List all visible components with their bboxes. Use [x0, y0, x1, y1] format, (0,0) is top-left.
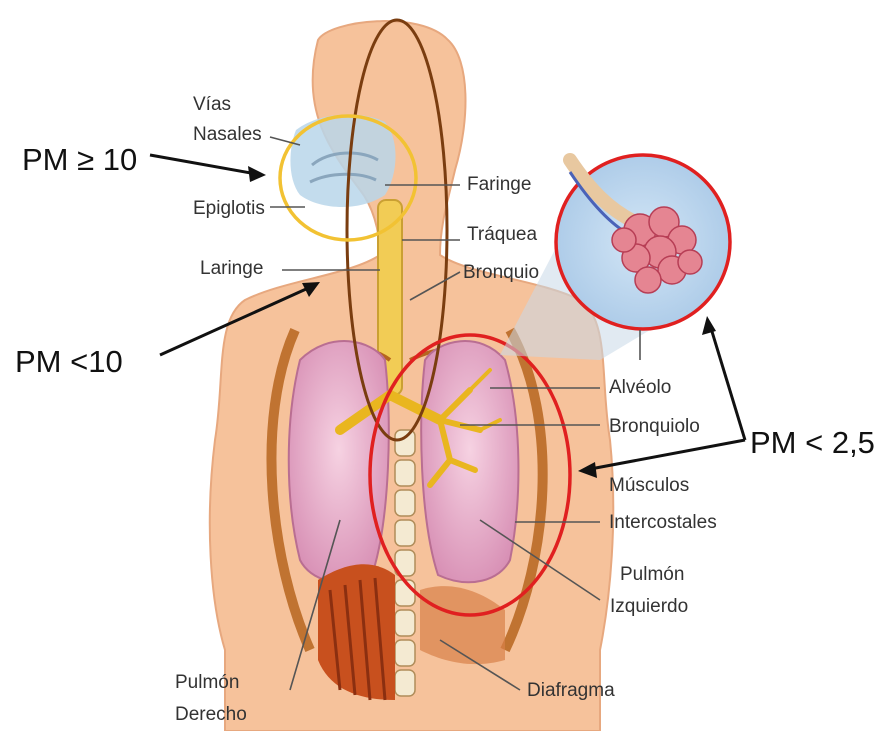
- label-traquea: Tráquea: [467, 224, 537, 245]
- alveoli-zoom: [500, 155, 730, 360]
- label-faringe: Faringe: [467, 174, 531, 195]
- label-epiglotis: Epiglotis: [193, 198, 265, 219]
- label-laringe: Laringe: [200, 258, 263, 279]
- label-alveolo: Alvéolo: [609, 377, 671, 398]
- label-pulmon-izquierdo-1: Pulmón: [620, 564, 684, 585]
- label-pulmon-derecho-2: Derecho: [175, 704, 247, 725]
- label-musculos: Músculos: [609, 475, 689, 496]
- label-pulmon-izquierdo-2: Izquierdo: [610, 596, 688, 617]
- label-nasales: Nasales: [193, 124, 262, 145]
- spine: [395, 430, 415, 696]
- label-pm25: PM < 2,5: [750, 425, 875, 460]
- label-pm10-minus: PM <10: [15, 344, 123, 379]
- label-pm10-plus: PM ≥ 10: [22, 142, 137, 177]
- label-pulmon-derecho-1: Pulmón: [175, 672, 239, 693]
- label-vias: Vías: [193, 94, 231, 115]
- label-bronquiolo: Bronquiolo: [609, 416, 700, 437]
- label-bronquio: Bronquio: [463, 262, 539, 283]
- label-diafragma: Diafragma: [527, 680, 615, 701]
- label-intercostales: Intercostales: [609, 512, 717, 533]
